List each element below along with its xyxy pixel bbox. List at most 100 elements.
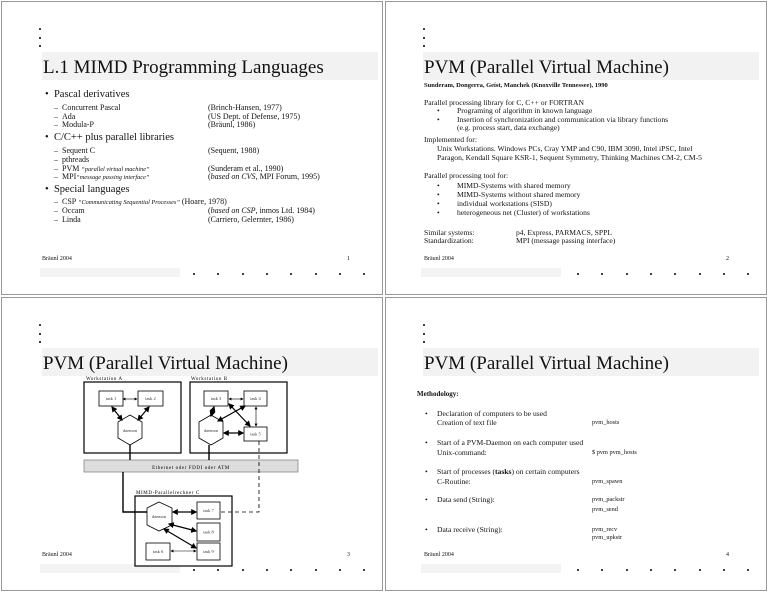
list-item: – Linda (54, 215, 81, 224)
footer-dot (625, 273, 628, 275)
command: pvm_hosts (592, 419, 620, 426)
list-item: – Occam (54, 206, 85, 215)
footer-dot (338, 273, 341, 275)
text-line: p4, Express, PARMACS, SPPL (516, 228, 612, 237)
footer-dot (265, 569, 268, 571)
footer: Bräunl 2004 (42, 552, 72, 558)
network-label: Ethernet oder FDDI oder ATM (152, 466, 230, 471)
command: pvm_upkstr (592, 534, 623, 541)
daemon-c (146, 501, 173, 532)
step-text: C-Routine: (437, 477, 471, 486)
footer-dot (674, 273, 677, 275)
bullet: • (437, 106, 440, 115)
slide-3: PVM (Parallel Virtual Machine) Bräunl 20… (1, 297, 383, 591)
list-item-ref: (Brinch-Hansen, 1977) (208, 103, 282, 112)
footer-dot (577, 569, 579, 571)
list-item: – Concurrent Pascal (54, 103, 121, 112)
list-item: – pthreads (54, 155, 90, 164)
text-line: Parallel processing library for C, C++ o… (424, 98, 584, 107)
bullet: • (425, 467, 428, 476)
task-box (243, 390, 268, 407)
footer-dot (674, 569, 677, 571)
list-item-ref: (based on CSP, inmos Ltd. 1984) (208, 206, 315, 215)
footer-dot (241, 273, 244, 275)
bullet-text: MIMD-Systems with shared memory (457, 181, 571, 190)
slide-title: PVM (Parallel Virtual Machine) (424, 353, 669, 374)
daemon-label: daemon (204, 428, 219, 433)
slide-4: PVM (Parallel Virtual Machine) Methodolo… (385, 297, 767, 591)
list-item-ref: (Carriero, Gelernter, 1986) (208, 215, 294, 224)
bullet: • (437, 208, 440, 217)
list-item: – MPI“message passing interface” (54, 172, 150, 181)
footer: Bräunl 2004 (424, 552, 454, 558)
footer-dot (193, 273, 195, 275)
command: $ pvm pvm_hosts (592, 449, 637, 456)
task-label: task 1 (106, 396, 117, 401)
network-bar (83, 459, 299, 473)
step-text: Data send (String): (437, 495, 495, 504)
bullet-group: • C/C++ plus parallel libraries (45, 132, 174, 143)
list-item-ref: (US Dept. of Defense, 1975) (208, 112, 300, 121)
footer-dot (747, 273, 750, 275)
bullet: • (437, 115, 440, 124)
task-label: task 8 (203, 530, 214, 535)
pvm-architecture-diagram: Ethernet oder FDDI oder ATM Workstation … (83, 377, 299, 567)
footer-dot (722, 273, 725, 275)
step-text: Creation of text file (437, 418, 497, 427)
page-number: 1 (347, 256, 350, 262)
slide-title: PVM (Parallel Virtual Machine) (424, 57, 669, 78)
page-number: 3 (347, 552, 350, 558)
list-item-ref: (Sunderam et al., 1990) (208, 164, 284, 173)
bullet-text: Programing of algorithm in known languag… (457, 106, 593, 115)
footer: Bräunl 2004 (424, 256, 454, 262)
footer-dot (314, 569, 317, 571)
bullet-text: MIMD-Systems without shared memory (457, 190, 581, 199)
text-line: MPI (message passing interface) (516, 236, 616, 245)
footer-dot (601, 273, 604, 275)
footer: Bräunl 2004 (42, 256, 72, 262)
footer-dot (265, 273, 268, 275)
footer-dot (649, 273, 652, 275)
workstation-a-label: Workstation A (86, 377, 123, 382)
bullet-group: • Pascal derivatives (45, 89, 130, 100)
task-label: task 3 (211, 396, 222, 401)
list-item: – PVM “parallel virtual machine” (54, 164, 150, 173)
task-label: task 4 (250, 396, 261, 401)
task-label: task 7 (203, 508, 214, 513)
section-heading: Methodology: (417, 390, 459, 398)
bullet: • (425, 495, 428, 504)
footer-dot (241, 569, 244, 571)
list-item: – CSP “Communicating Sequential Processe… (54, 197, 227, 206)
slide-1: L.1 MIMD Programming Languages • Pascal … (1, 1, 383, 295)
list-item-ref: (based on CVS, MPI Forum, 1995) (208, 172, 320, 181)
bullet: • (437, 181, 440, 190)
footer-dot (290, 569, 293, 571)
daemon-a (117, 414, 143, 446)
bullet-text: heterogeneous net (Cluster) of workstati… (457, 208, 590, 217)
step-text: Unix-command: (437, 448, 487, 457)
bullet-text: Insertion of synchronization and communi… (457, 115, 669, 124)
workstation-b-label: Workstation B (191, 377, 228, 382)
text-line: Implemented for: (424, 135, 477, 144)
footer-dot (217, 569, 220, 571)
footer-dot (290, 273, 293, 275)
footer-dot (747, 569, 750, 571)
text-line: Similar systems: (424, 228, 475, 237)
footer-dot (625, 569, 628, 571)
footer-dot (649, 569, 652, 571)
text-line: Parallel processing tool for: (424, 171, 509, 180)
bullet: • (425, 438, 428, 447)
mimd-label: MIMD-Parallelrechner C (136, 491, 200, 496)
command: pvm_packstr (592, 496, 625, 503)
list-item: – Modula-P (54, 120, 94, 129)
footer-dot (698, 569, 701, 571)
step-text: Start of processes (tasks) on certain co… (437, 467, 580, 476)
footer-dot (363, 273, 366, 275)
bullet: • (425, 525, 428, 534)
task-label: task 5 (250, 432, 261, 437)
text-line: Paragon, Kendall Square KSR-1, Sequent S… (437, 153, 702, 162)
footer-dot (193, 569, 195, 571)
slide-title: PVM (Parallel Virtual Machine) (43, 353, 288, 374)
slide-title: L.1 MIMD Programming Languages (43, 57, 324, 78)
list-item-ref: (Bräunl, 1986) (208, 120, 256, 129)
